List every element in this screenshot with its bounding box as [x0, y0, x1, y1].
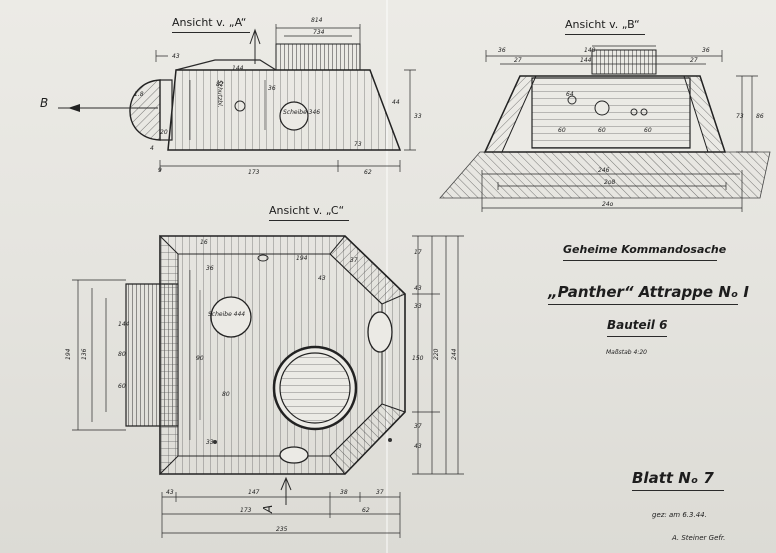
view-c-dim-3: 194 [296, 255, 308, 262]
view-c-dim-11: 144 [118, 321, 130, 328]
view-c-dim-16: 33 [206, 439, 214, 446]
view-c-title-underline [269, 220, 349, 221]
view-a-dim-15: 4 [150, 145, 154, 152]
view-a-mantlet [129, 79, 161, 141]
part-label: Bauteil 6 [607, 318, 668, 332]
signature: A. Steiner Gefr. [672, 534, 726, 542]
view-c-title: Ansicht v. „C“ [269, 204, 345, 217]
view-c-dim-17: 37 [414, 423, 422, 430]
view-c-periscope-oval [367, 311, 393, 353]
view-b-dim-10: 60 [558, 127, 566, 134]
view-b-dim-12: 60 [644, 127, 652, 134]
view-c-dim-24: 38 [340, 489, 348, 496]
view-c-dim-15: 80 [222, 391, 230, 398]
view-c-dim-13: 60 [118, 383, 126, 390]
view-a-dim-12: 44 [392, 99, 400, 106]
view-c-dim-23: 147 [248, 489, 260, 496]
view-a-dim-1: 814 [311, 17, 323, 24]
view-a-dim-6: 9 [158, 167, 162, 174]
view-b-dim-1: 36 [498, 47, 506, 54]
view-b-dim-5: 27 [514, 57, 522, 64]
view-a-dim-8: 62 [364, 169, 372, 176]
view-c-dim-5: 37 [350, 257, 358, 264]
scale-label: Maßstab 4:20 [606, 349, 647, 356]
view-c-dim-2: 36 [206, 265, 214, 272]
classification-label: Geheime Kommandosache [563, 243, 727, 256]
view-c-dim-8: 33 [414, 303, 422, 310]
view-c-dim-12: 80 [118, 351, 126, 358]
view-a-title: Ansicht v. „A“ [172, 16, 247, 29]
view-c-dim-27: 62 [362, 507, 370, 514]
part-label-underline [607, 336, 667, 337]
classification-underline [563, 260, 717, 261]
view-b-title: Ansicht v. „B“ [565, 18, 640, 31]
view-a-dim-2: 734 [313, 29, 325, 36]
view-c-disc [210, 296, 252, 338]
view-b-dim-13: 246 [598, 167, 610, 174]
view-c-dim-21: 244 [451, 348, 458, 360]
view-c-dim-19: 150 [412, 355, 424, 362]
view-a-disc [279, 101, 309, 131]
view-c-dim-4: 43 [318, 275, 326, 282]
sheet-number: Blatt Nₒ 7 [632, 469, 714, 487]
view-b-title-underline [565, 34, 645, 35]
view-a-dim-11: 36 [268, 85, 276, 92]
view-c-dim-7: 43 [414, 285, 422, 292]
view-a-arrow-label: B [40, 96, 48, 110]
view-c-dim-26: 173 [240, 507, 252, 514]
view-c-arrow-label: A [261, 505, 275, 514]
drawing-title: „Panther“ Attrappe Nₒ I [548, 283, 749, 301]
view-b-dim-6: 27 [690, 57, 698, 64]
view-a-disc-label: Scheibe 346 [283, 109, 320, 116]
drawn-date: gez: am 6.3.44. [652, 511, 707, 519]
view-c-dim-1: 16 [200, 239, 208, 246]
view-a-dim-5: 82 [216, 81, 224, 88]
view-c-dim-28: 235 [276, 526, 288, 533]
view-a-small-hole [234, 100, 246, 112]
view-a-roof-vent [275, 43, 361, 71]
sheet-number-underline [632, 490, 724, 491]
view-c-dim-20: 220 [433, 348, 440, 360]
view-c-dim-18: 43 [414, 443, 422, 450]
view-a-dim-10: 1.8 [134, 91, 144, 98]
drawing-title-underline [548, 304, 738, 305]
view-b-dim-2: 148 [584, 47, 596, 54]
view-c-dim-22: 43 [166, 489, 174, 496]
view-b-dim-7: 73 [736, 113, 744, 120]
view-a-hatch-label: Schutzbl. [216, 80, 223, 108]
view-b [439, 45, 771, 212]
view-b-dim-9: 64 [566, 91, 574, 98]
view-a-title-underline [172, 32, 250, 33]
view-a-dim-14: 73 [354, 141, 362, 148]
view-c-disc-label: Scheibe 444 [208, 311, 245, 318]
view-a-dim-7: 173 [248, 169, 260, 176]
view-b-dim-14: 2o8 [604, 179, 615, 186]
view-c-dim-9: 194 [65, 348, 72, 360]
view-a [58, 24, 416, 172]
view-b-dim-11: 60 [598, 127, 606, 134]
view-a-dim-13: 20 [160, 129, 168, 136]
view-b-roof-vent [591, 49, 657, 75]
view-a-dim-9: 33 [414, 113, 422, 120]
view-b-base-plate [439, 151, 771, 199]
view-a-dim-4: 144 [232, 65, 244, 72]
view-c-dim-10: 136 [81, 348, 88, 360]
view-a-dim-3: 43 [172, 53, 180, 60]
view-b-dim-8: 86 [756, 113, 764, 120]
view-b-dim-15: 24o [602, 201, 614, 208]
view-b-dim-4: 36 [702, 47, 710, 54]
view-c-dim-25: 37 [376, 489, 384, 496]
view-b-front-plate [531, 77, 691, 149]
view-c [72, 234, 464, 538]
view-b-dim-3: 144 [580, 57, 592, 64]
view-c-dim-6: 17 [414, 249, 422, 256]
view-c-dim-14: 90 [196, 355, 204, 362]
